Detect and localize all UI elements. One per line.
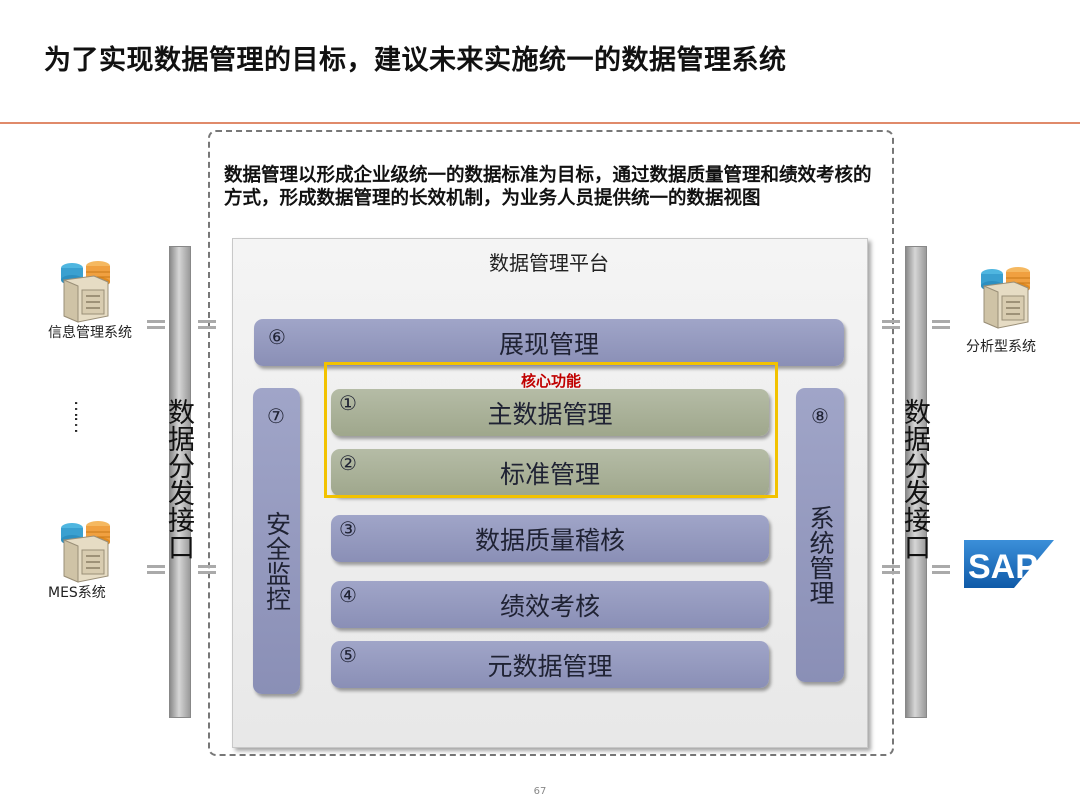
- connector-mark: [882, 320, 900, 329]
- page-title: 为了实现数据管理的目标，建议未来实施统一的数据管理系统: [44, 45, 787, 76]
- system-management-column: ⑧ 系统管理: [796, 388, 844, 682]
- performance-assessment-bar: ④ 绩效考核: [331, 581, 769, 628]
- page-number: 67: [533, 786, 547, 797]
- column-label: 安全监控: [262, 511, 292, 611]
- system-boundary-frame: [208, 130, 894, 756]
- bar-number: ⑥: [268, 325, 286, 349]
- right-interface-label: 数据分发接口: [899, 398, 930, 560]
- system-label-mes: MES系统: [48, 585, 106, 601]
- connector-mark: [882, 565, 900, 574]
- connector-mark: [147, 565, 165, 574]
- standard-management-bar: ② 标准管理: [331, 449, 769, 496]
- bar-label: 元数据管理: [487, 651, 613, 681]
- server-database-icon: [60, 520, 111, 583]
- system-label-analytic: 分析型系统: [966, 339, 1036, 355]
- bar-number: ⑤: [339, 643, 357, 667]
- bar-number: ④: [339, 583, 357, 607]
- connector-mark: [198, 565, 216, 574]
- bar-label: 数据质量稽核: [474, 525, 625, 555]
- bar-number: ③: [339, 517, 357, 541]
- bar-number: ②: [339, 451, 357, 475]
- ellipsis: ……: [70, 400, 91, 432]
- column-number: ⑧: [811, 404, 829, 428]
- right-interface-pipe: [905, 246, 927, 718]
- platform-title: 数据管理平台: [489, 251, 609, 275]
- bar-label: 绩效考核: [499, 591, 600, 621]
- connector-mark: [198, 320, 216, 329]
- server-database-icon: [980, 266, 1031, 329]
- metadata-management-bar: ⑤ 元数据管理: [331, 641, 769, 688]
- bar-label: 标准管理: [499, 459, 600, 489]
- presentation-management-bar: ⑥ 展现管理: [254, 319, 844, 366]
- server-database-icon: [60, 260, 111, 323]
- bar-label: 主数据管理: [487, 399, 613, 429]
- connector-mark: [932, 320, 950, 329]
- column-number: ⑦: [267, 404, 285, 428]
- bar-number: ①: [339, 391, 357, 415]
- system-label-info-mgmt: 信息管理系统: [48, 325, 132, 341]
- core-function-highlight: [324, 362, 778, 498]
- left-interface-label: 数据分发接口: [163, 398, 194, 560]
- intro-text: 数据管理以形成企业级统一的数据标准为目标，通过数据质量管理和绩效考核的方式，形成…: [224, 165, 872, 209]
- bar-label: 展现管理: [498, 329, 599, 359]
- security-monitoring-column: ⑦ 安全监控: [253, 388, 300, 694]
- sap-logo-icon: SAP: [964, 540, 1054, 588]
- master-data-management-bar: ① 主数据管理: [331, 389, 769, 436]
- connector-mark: [932, 565, 950, 574]
- column-label: 系统管理: [806, 505, 835, 605]
- connector-mark: [147, 320, 165, 329]
- left-interface-pipe: [169, 246, 191, 718]
- title-divider: [0, 122, 1080, 124]
- core-function-label: 核心功能: [520, 372, 581, 390]
- data-quality-audit-bar: ③ 数据质量稽核: [331, 515, 769, 562]
- sap-logo-text: SAP: [968, 548, 1038, 586]
